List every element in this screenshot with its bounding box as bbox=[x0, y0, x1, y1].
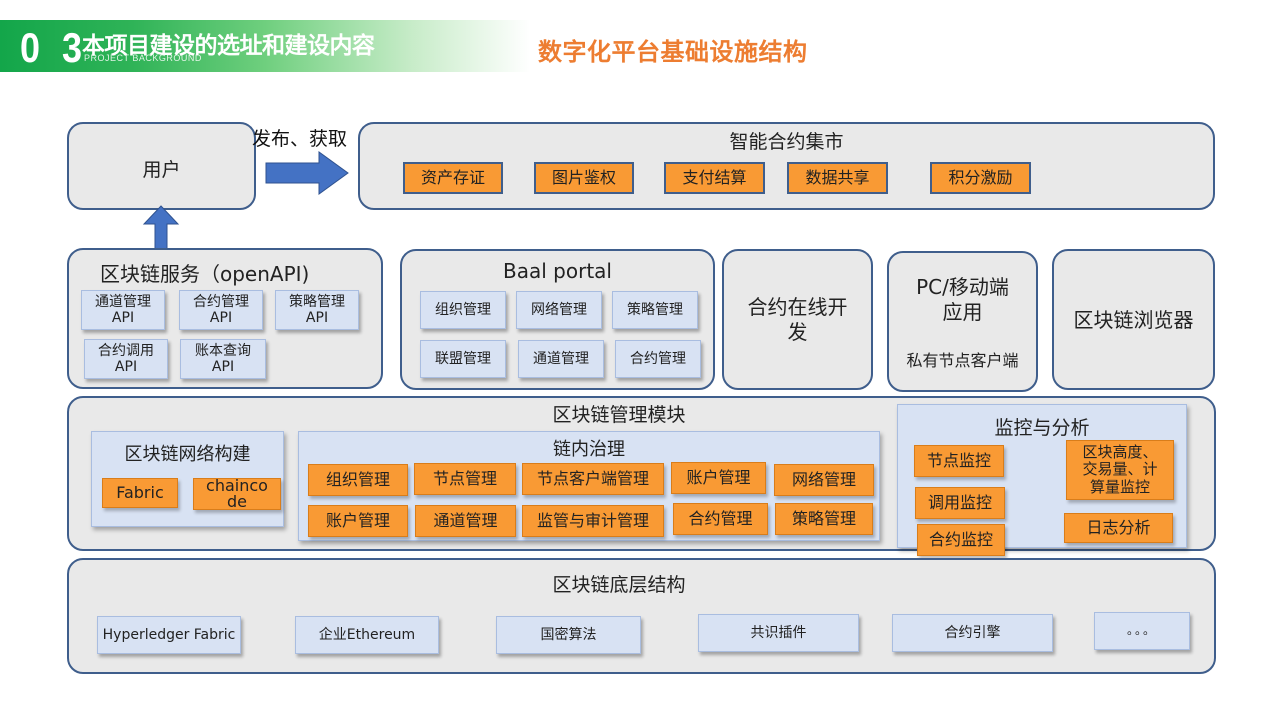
blockchain-service: 区块链服务（openAPI) 通道管理 API 合约管理 API 策略管理 AP… bbox=[67, 248, 383, 389]
governance-item[interactable]: 通道管理 bbox=[415, 505, 516, 537]
base-layer: 区块链底层结构 Hyperledger Fabric 企业Ethereum 国密… bbox=[67, 558, 1216, 674]
market-item[interactable]: 数据共享 bbox=[787, 162, 888, 194]
portal-item[interactable]: 组织管理 bbox=[420, 291, 506, 329]
monitor-title: 监控与分析 bbox=[994, 417, 1090, 439]
monitor-item[interactable]: 区块高度、 交易量、计 算量监控 bbox=[1066, 440, 1174, 500]
online-dev-label: 合约在线开 发 bbox=[747, 295, 848, 344]
baal-portal: Baal portal 组织管理 网络管理 策略管理 联盟管理 通道管理 合约管… bbox=[400, 249, 715, 390]
service-title: 区块链服务（openAPI) bbox=[100, 262, 310, 286]
portal-item[interactable]: 策略管理 bbox=[612, 291, 698, 329]
portal-item[interactable]: 通道管理 bbox=[518, 340, 604, 378]
user-box: 用户 bbox=[67, 122, 256, 210]
service-api[interactable]: 合约管理 API bbox=[179, 290, 263, 330]
monitor-analysis: 监控与分析 节点监控 调用监控 合约监控 区块高度、 交易量、计 算量监控 日志… bbox=[897, 404, 1187, 556]
network-build: 区块链网络构建 Fabric chainco de bbox=[91, 431, 284, 527]
management-module: 区块链管理模块 区块链网络构建 Fabric chainco de 链内治理 组… bbox=[67, 396, 1216, 556]
base-title: 区块链底层结构 bbox=[552, 574, 686, 596]
arrow-right-icon bbox=[265, 151, 349, 195]
portal-title: Baal portal bbox=[503, 259, 612, 283]
base-item[interactable]: 国密算法 bbox=[496, 616, 641, 654]
explorer-label: 区块链浏览器 bbox=[1073, 308, 1194, 332]
monitor-item[interactable]: 调用监控 bbox=[915, 487, 1005, 519]
service-api[interactable]: 账本查询 API bbox=[180, 339, 266, 379]
section-subtitle: PROJECT BACKGROUND bbox=[84, 53, 202, 63]
base-item[interactable]: 企业Ethereum bbox=[295, 616, 439, 654]
client-app-title: PC/移动端 应用 bbox=[916, 275, 1009, 324]
governance-item[interactable]: 节点客户端管理 bbox=[522, 463, 664, 495]
section-banner: 0 3 本项目建设的选址和建设内容 PROJECT BACKGROUND bbox=[0, 20, 530, 72]
portal-item[interactable]: 合约管理 bbox=[615, 340, 701, 378]
market-item[interactable]: 支付结算 bbox=[664, 162, 765, 194]
market-item[interactable]: 资产存证 bbox=[403, 162, 503, 194]
market-item[interactable]: 图片鉴权 bbox=[534, 162, 634, 194]
section-number: 0 3 bbox=[20, 24, 89, 72]
user-label: 用户 bbox=[142, 159, 181, 181]
monitor-item[interactable]: 日志分析 bbox=[1064, 513, 1173, 543]
base-item[interactable]: 共识插件 bbox=[698, 614, 859, 652]
network-build-item[interactable]: Fabric bbox=[102, 478, 178, 508]
market-title: 智能合约集市 bbox=[729, 131, 844, 153]
network-build-title: 区块链网络构建 bbox=[124, 444, 251, 465]
base-item[interactable]: 。。。 bbox=[1094, 612, 1190, 650]
blockchain-explorer[interactable]: 区块链浏览器 bbox=[1052, 249, 1215, 390]
online-contract-dev[interactable]: 合约在线开 发 bbox=[722, 249, 873, 390]
monitor-item[interactable]: 节点监控 bbox=[914, 445, 1004, 477]
page-title: 数字化平台基础设施结构 bbox=[538, 38, 808, 66]
client-app[interactable]: PC/移动端 应用 私有节点客户端 bbox=[887, 251, 1038, 392]
governance-item[interactable]: 组织管理 bbox=[308, 464, 408, 496]
client-app-subtitle: 私有节点客户端 bbox=[906, 351, 1019, 370]
governance-item[interactable]: 账户管理 bbox=[671, 462, 766, 494]
monitor-item[interactable]: 合约监控 bbox=[917, 524, 1005, 556]
arrow-up-icon bbox=[142, 205, 180, 252]
governance-item[interactable]: 策略管理 bbox=[775, 503, 873, 535]
section-title: 本项目建设的选址和建设内容 bbox=[82, 33, 375, 59]
service-api[interactable]: 合约调用 API bbox=[84, 339, 168, 379]
network-build-item[interactable]: chainco de bbox=[193, 478, 281, 510]
publish-get-label: 发布、获取 bbox=[252, 128, 348, 150]
in-chain-governance: 链内治理 组织管理 节点管理 节点客户端管理 账户管理 网络管理 账户管理 通道… bbox=[298, 431, 880, 541]
base-item[interactable]: Hyperledger Fabric bbox=[97, 616, 241, 654]
service-api[interactable]: 通道管理 API bbox=[81, 290, 165, 330]
base-item[interactable]: 合约引擎 bbox=[892, 614, 1053, 652]
market-item[interactable]: 积分激励 bbox=[930, 162, 1031, 194]
portal-item[interactable]: 联盟管理 bbox=[420, 340, 506, 378]
governance-item[interactable]: 节点管理 bbox=[414, 463, 516, 495]
smart-contract-market: 智能合约集市 资产存证 图片鉴权 支付结算 数据共享 积分激励 bbox=[358, 122, 1215, 210]
portal-item[interactable]: 网络管理 bbox=[516, 291, 602, 329]
governance-item[interactable]: 监管与审计管理 bbox=[522, 505, 664, 537]
service-api[interactable]: 策略管理 API bbox=[275, 290, 359, 330]
governance-item[interactable]: 合约管理 bbox=[673, 503, 768, 535]
governance-title: 链内治理 bbox=[553, 439, 625, 460]
management-title: 区块链管理模块 bbox=[552, 404, 686, 426]
governance-item[interactable]: 账户管理 bbox=[308, 505, 408, 537]
governance-item[interactable]: 网络管理 bbox=[774, 464, 874, 496]
